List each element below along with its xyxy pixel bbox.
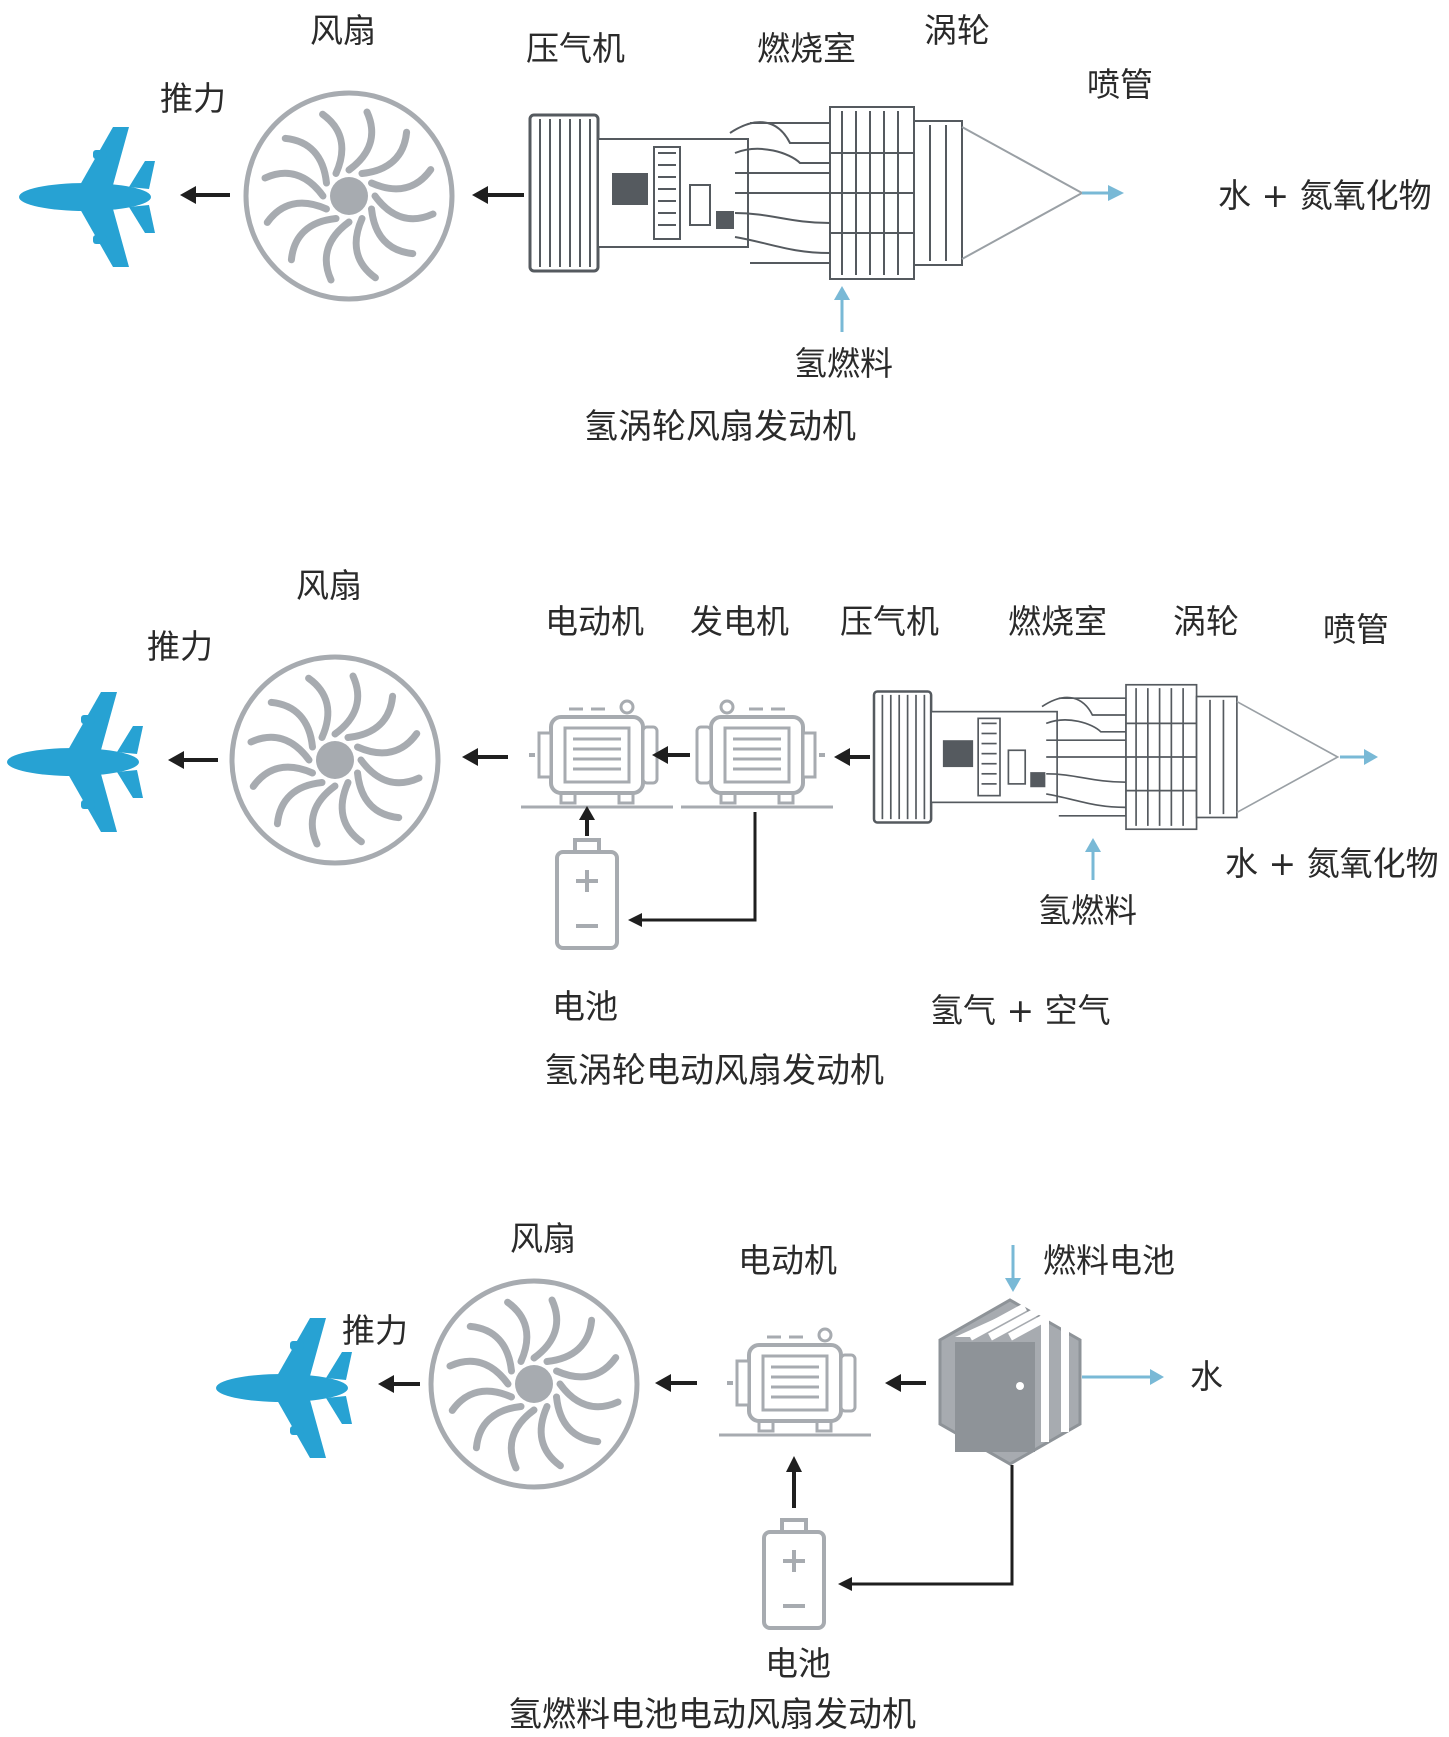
label-exhaust: 水 + 氮氧化物 <box>1218 176 1432 215</box>
fan-blade <box>361 760 419 783</box>
airplane-icon <box>19 127 155 267</box>
arrow-icon <box>655 1374 671 1392</box>
fan-blade <box>358 718 420 767</box>
jet-engine-core-icon <box>528 105 1084 281</box>
arrow-icon <box>462 748 478 766</box>
label-fuel-cell: 燃料电池 <box>1043 1241 1175 1280</box>
label-battery: 电池 <box>552 987 618 1026</box>
fuel-cell-icon <box>940 1300 1080 1464</box>
fan-blade <box>328 783 377 845</box>
label-compressor: 压气机 <box>526 29 625 68</box>
label-combustor: 燃烧室 <box>757 29 856 68</box>
fan-blade <box>450 1377 512 1426</box>
label-exhaust: 水 + 氮氧化物 <box>1225 844 1439 883</box>
arrow-icon <box>834 748 850 766</box>
electric-motor-icon <box>519 699 675 809</box>
label-intake: 氢气 + 空气 <box>930 991 1111 1030</box>
arrow-icon <box>378 1375 394 1393</box>
fan-blade <box>265 189 327 238</box>
label-turbine: 涡轮 <box>924 11 990 50</box>
fan-blade <box>372 154 434 203</box>
arrow-icon <box>786 1456 802 1472</box>
arrow-icon <box>1085 838 1101 852</box>
fan-blade <box>335 676 358 734</box>
diagram-turboelectric: 风扇 推力 电动机 发电机 压气机 燃烧室 涡轮 喷管 水 + 氮氧化物 氢燃料… <box>7 566 1439 1091</box>
diagram-turbofan: 风扇 推力 压气机 燃烧室 涡轮 喷管 水 + 氮氧化物 氢燃料 氢涡轮风扇发动… <box>19 11 1432 447</box>
diagram-fuelcell: 风扇 推力 电动机 燃料电池 水 电池 氢燃料电池电动风扇发动机 <box>216 1219 1223 1735</box>
fan-blade <box>557 1342 619 1391</box>
generator-icon <box>679 699 835 809</box>
fan-blade <box>312 786 335 844</box>
arrow-icon <box>472 186 488 204</box>
label-nozzle: 喷管 <box>1323 610 1389 649</box>
label-battery: 电池 <box>765 1644 831 1683</box>
arrow-icon <box>885 1374 901 1392</box>
fan-icon <box>246 93 452 299</box>
label-fuel: 氢燃料 <box>1038 891 1137 930</box>
fan-icon <box>232 657 438 863</box>
battery-icon <box>762 1518 826 1630</box>
diagram-caption: 氢涡轮风扇发动机 <box>584 407 856 447</box>
arrow-icon <box>838 1577 852 1591</box>
fan-blade <box>349 112 372 170</box>
fan-blade <box>534 1300 557 1358</box>
fan-blade <box>450 1361 508 1384</box>
label-thrust: 推力 <box>147 627 213 666</box>
fan-blade <box>251 737 309 760</box>
fan-blade <box>307 112 356 174</box>
arrow-icon <box>579 806 595 820</box>
label-compressor: 压气机 <box>840 602 939 641</box>
fan-blade <box>492 1300 541 1362</box>
fan-blade <box>375 196 433 219</box>
fan-blade <box>326 222 349 280</box>
label-thrust: 推力 <box>342 1311 408 1350</box>
label-water: 水 <box>1190 1357 1223 1396</box>
fan-blade <box>342 219 391 281</box>
label-combustor: 燃烧室 <box>1008 602 1107 641</box>
label-fan: 风扇 <box>310 11 376 50</box>
label-fan: 风扇 <box>296 566 362 605</box>
airplane-icon <box>216 1318 352 1458</box>
airplane-icon <box>7 692 143 832</box>
jet-engine-core-icon <box>872 683 1339 831</box>
arrow-icon <box>834 286 850 300</box>
fan-blade <box>511 1410 534 1468</box>
arrow-icon <box>168 751 184 769</box>
arrow-icon <box>1108 185 1124 201</box>
label-generator: 发电机 <box>690 602 789 641</box>
arrow-icon <box>628 913 642 927</box>
label-fan: 风扇 <box>510 1219 576 1258</box>
electric-motor-icon <box>717 1327 873 1437</box>
arrow-icon <box>1005 1278 1021 1292</box>
label-nozzle: 喷管 <box>1087 65 1153 104</box>
diagram-caption: 氢燃料电池电动风扇发动机 <box>508 1695 916 1735</box>
fan-blade <box>560 1384 618 1407</box>
label-turbine: 涡轮 <box>1173 602 1239 641</box>
fan-icon <box>431 1281 637 1487</box>
fan-blade <box>293 676 342 738</box>
arrow-icon <box>1364 749 1378 765</box>
battery-icon <box>555 838 619 950</box>
diagram-caption: 氢涡轮电动风扇发动机 <box>544 1051 884 1091</box>
fan-blade <box>527 1407 576 1469</box>
label-motor: 电动机 <box>738 1241 837 1280</box>
label-fuel: 氢燃料 <box>794 344 893 383</box>
label-motor: 电动机 <box>545 602 644 641</box>
label-thrust: 推力 <box>160 79 226 118</box>
arrow-icon <box>180 186 196 204</box>
fan-blade <box>265 173 323 196</box>
fan-blade <box>251 753 313 802</box>
arrow-icon <box>1150 1369 1164 1385</box>
arrow-icon <box>652 746 668 764</box>
